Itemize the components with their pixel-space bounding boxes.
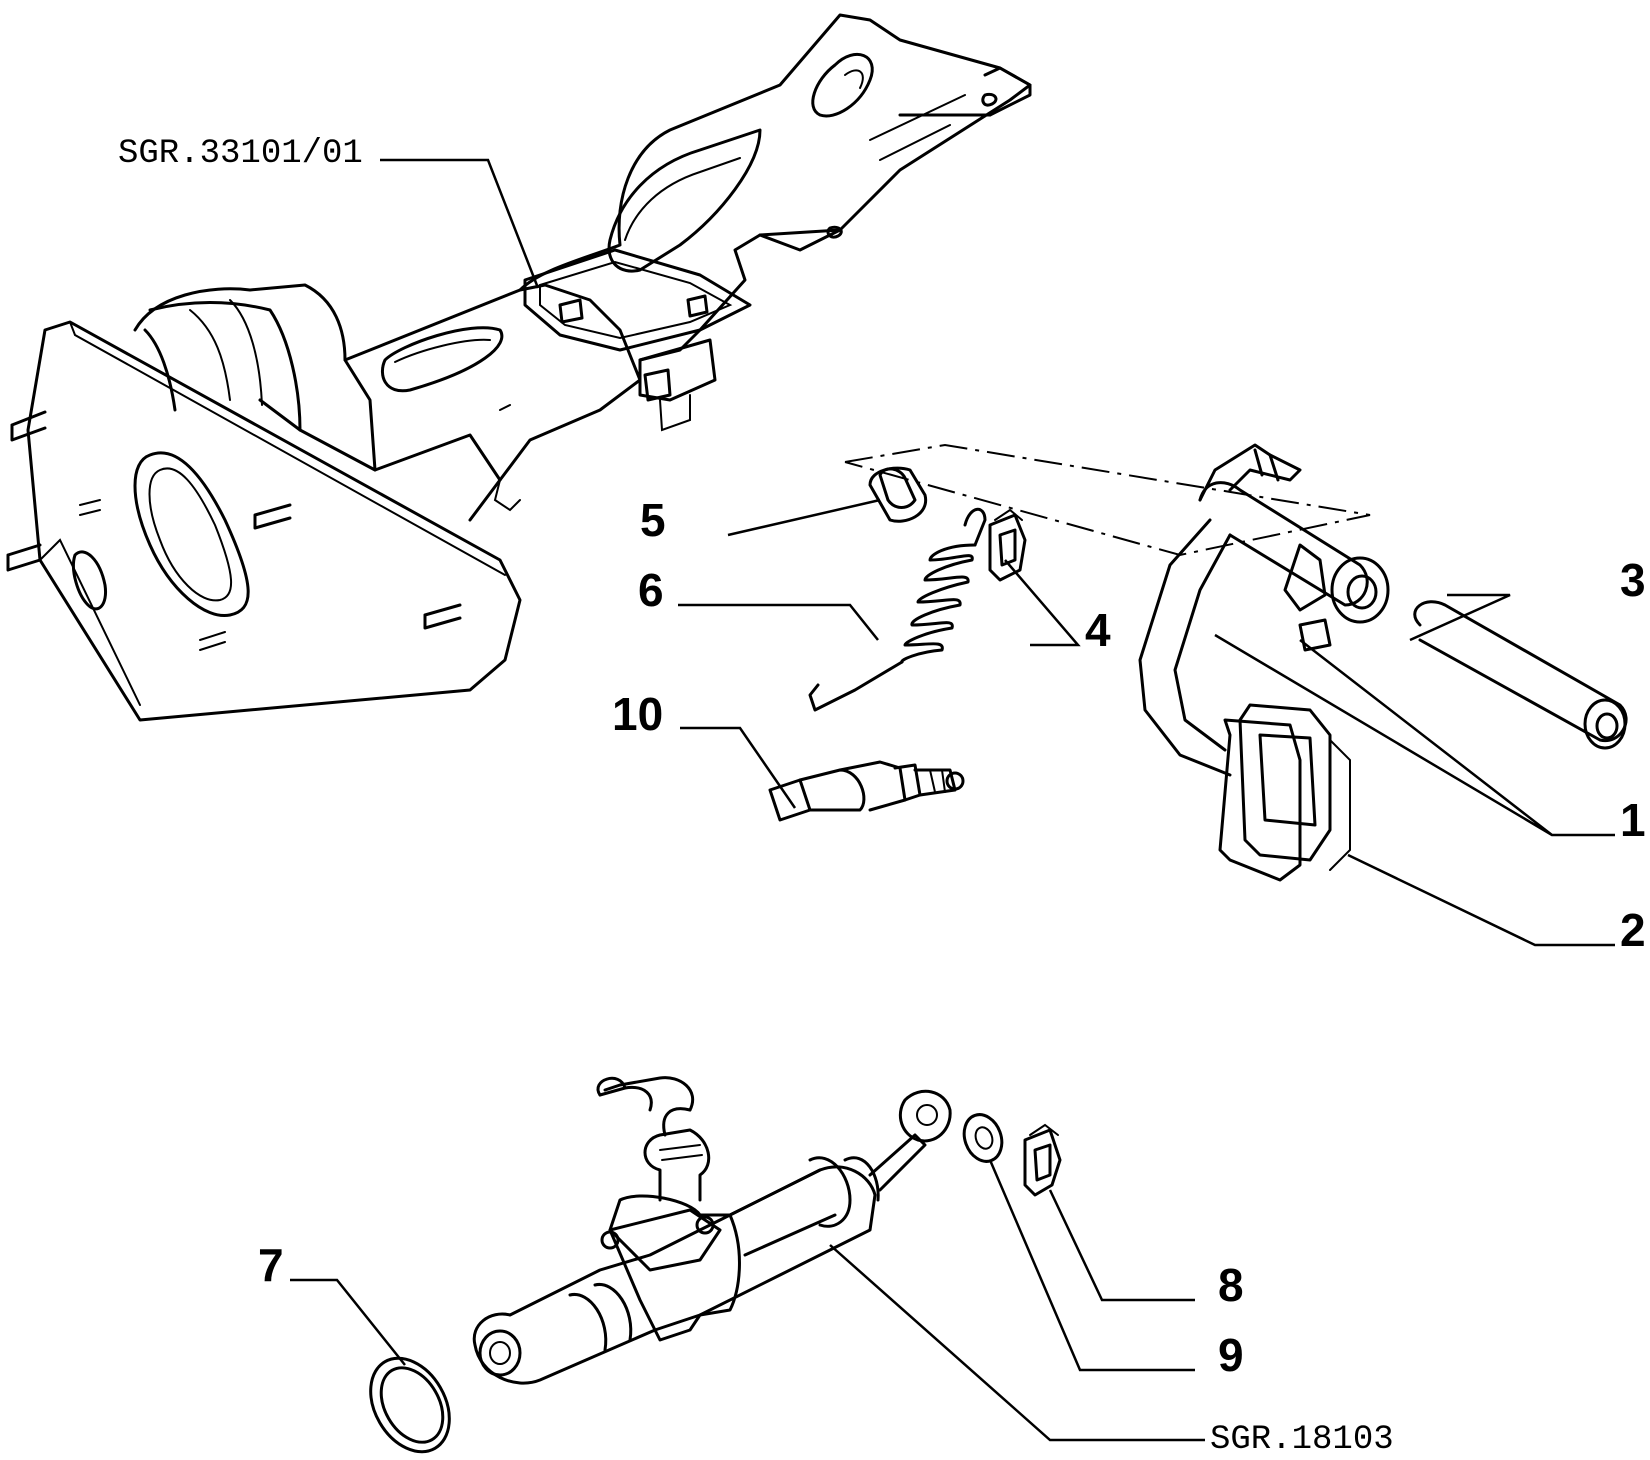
callout-10: 10 [612, 688, 663, 740]
reference-label-top: SGR.33101/01 [118, 135, 363, 173]
clutch-master-cylinder [472, 1076, 952, 1385]
leader-9 [988, 1159, 1195, 1372]
reference-label-bottom: SGR.18103 [1210, 1421, 1394, 1459]
return-spring [808, 507, 987, 712]
leader-8 [1048, 1189, 1195, 1302]
callout-6: 6 [638, 564, 664, 616]
leader-lines [290, 158, 1615, 1442]
leader-ref-bottom [829, 1244, 1205, 1442]
retaining-clip [1023, 1123, 1062, 1197]
leader-5 [727, 498, 881, 537]
callout-8: 8 [1218, 1259, 1244, 1311]
leader-4 [1004, 559, 1081, 647]
pedal-switch [768, 760, 965, 822]
rubber-buffer [868, 466, 928, 523]
leader-1 [1214, 633, 1615, 837]
callout-2: 2 [1620, 904, 1646, 956]
pedal-support-bracket [6, 13, 1032, 722]
leader-3 [1409, 593, 1511, 642]
leader-6 [678, 603, 879, 641]
washer [962, 1113, 1004, 1163]
callout-3: 3 [1620, 554, 1646, 606]
callout-4: 4 [1085, 604, 1111, 656]
pedal-clip [988, 508, 1027, 582]
callout-1: 1 [1620, 794, 1646, 846]
callout-7: 7 [258, 1239, 284, 1291]
clutch-pedal [844, 443, 1390, 882]
callout-9: 9 [1218, 1329, 1244, 1381]
leader-ref-top [380, 158, 540, 289]
leader-7 [290, 1278, 406, 1366]
pedal-axis-dashline [844, 443, 1371, 557]
leader-2 [1347, 853, 1615, 947]
callout-5: 5 [640, 494, 666, 546]
pivot-bushing [1413, 600, 1628, 750]
seal-ring [369, 1356, 451, 1454]
leader-10 [680, 726, 797, 809]
